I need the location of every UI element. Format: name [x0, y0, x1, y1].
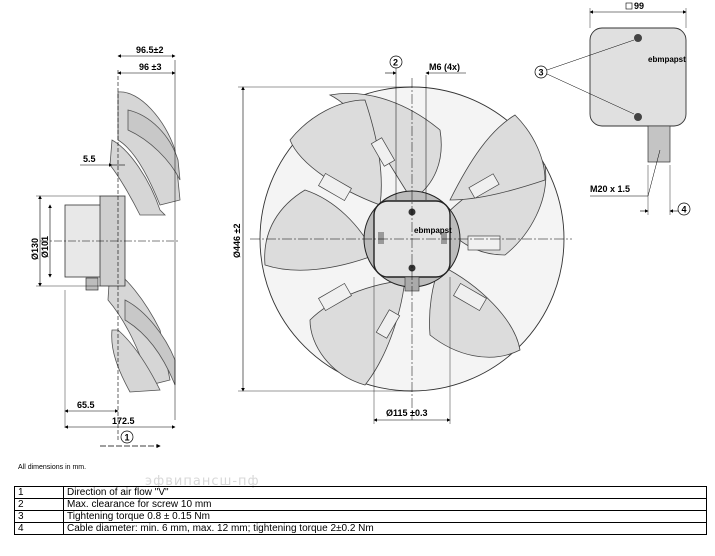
- legend-text: Direction of air flow "V": [63, 486, 707, 499]
- dim-width-blades: 96 ±3: [139, 62, 161, 72]
- legend-row: 4 Cable diameter: min. 6 mm, max. 12 mm;…: [14, 522, 707, 535]
- side-view: 96.5±2 96 ±3 5.5 Ø130 Ø101 65.5 172.5 1: [30, 45, 181, 449]
- units-footnote: All dimensions in mm.: [18, 464, 87, 471]
- legend-table: 1 Direction of air flow "V" 2 Max. clear…: [14, 486, 707, 535]
- marker-1: 1: [125, 433, 130, 443]
- legend-num: 4: [14, 522, 64, 535]
- terminal-box-brand: ebmpapst: [648, 55, 686, 64]
- technical-drawing: 96.5±2 96 ±3 5.5 Ø130 Ø101 65.5 172.5 1: [30, 1, 691, 449]
- dim-99: 99: [634, 1, 644, 11]
- dim-hub-diameter: Ø115 ±0.3: [386, 408, 427, 418]
- dim-5-5: 5.5: [83, 154, 96, 164]
- dim-outer-diameter: Ø446 ±2: [232, 224, 242, 258]
- marker-2: 2: [393, 58, 398, 68]
- cable-gland-side: [85, 277, 99, 291]
- legend-num: 3: [14, 510, 64, 523]
- dim-172-5: 172.5: [112, 416, 135, 426]
- dim-d130: Ø130: [30, 238, 40, 260]
- cable-gland: [647, 125, 671, 163]
- legend-row: 1 Direction of air flow "V": [14, 486, 707, 499]
- legend-num: 1: [14, 486, 64, 499]
- front-view: ebmpapst Ø446 ±2 Ø115 ±0.3 2 M6 (4x): [232, 55, 572, 424]
- watermark: эфвипансш-пф: [145, 474, 260, 489]
- legend-text: Tightening torque 0.8 ± 0.15 Nm: [63, 510, 707, 523]
- side-blades: [107, 91, 181, 393]
- hub-brand: ebmpapst: [414, 226, 452, 235]
- marker-3: 3: [539, 68, 544, 78]
- thread-label: M6 (4x): [429, 62, 460, 72]
- cable-gland-thread: M20 x 1.5: [590, 184, 630, 194]
- legend-text: Max. clearance for screw 10 mm: [63, 498, 707, 511]
- dim-width-total: 96.5±2: [136, 45, 163, 55]
- legend-text: Cable diameter: min. 6 mm, max. 12 mm; t…: [63, 522, 707, 535]
- legend-num: 2: [14, 498, 64, 511]
- terminal-box: ebmpapst 99 3 M20 x 1.5 4: [534, 1, 691, 216]
- marker-4: 4: [682, 205, 687, 215]
- legend-row: 3 Tightening torque 0.8 ± 0.15 Nm: [14, 510, 707, 523]
- dim-65-5: 65.5: [77, 400, 95, 410]
- blade-clips: [318, 137, 501, 339]
- terminal-box-body: [589, 27, 687, 127]
- dim-d101: Ø101: [40, 236, 50, 258]
- legend-row: 2 Max. clearance for screw 10 mm: [14, 498, 707, 511]
- marker-1-circle: [120, 430, 134, 444]
- fan-blades: [264, 93, 547, 386]
